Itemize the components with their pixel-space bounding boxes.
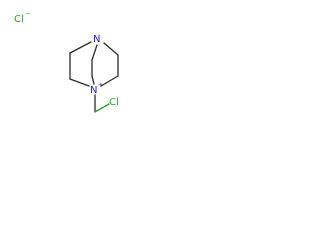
nitrogen-bottom-label: N — [90, 85, 97, 96]
cage-bonds — [69, 41, 119, 113]
molecule-structure: Cl − N N + Cl — [14, 10, 119, 113]
nitrogen-top-label: N — [93, 34, 100, 45]
chloride-charge: − — [25, 10, 31, 18]
nitrogen-bottom-charge: + — [98, 81, 104, 89]
chloride-symbol: Cl — [14, 14, 24, 25]
bond-ntop-c1 — [69, 41, 92, 54]
bond-ntop-c5 — [91, 44, 98, 61]
bond-c4-nbottom — [100, 75, 119, 87]
bond-ntop-c3 — [103, 42, 119, 56]
bond-c2-nbottom — [69, 78, 90, 87]
bond-c6-nbottom — [91, 75, 95, 85]
chlorine-substituent-label: Cl — [109, 97, 119, 108]
chloride-counter-ion: Cl − — [14, 10, 31, 25]
bond-ch2-cl — [94, 103, 110, 113]
nitrogen-bottom-atom: N + — [90, 81, 104, 96]
